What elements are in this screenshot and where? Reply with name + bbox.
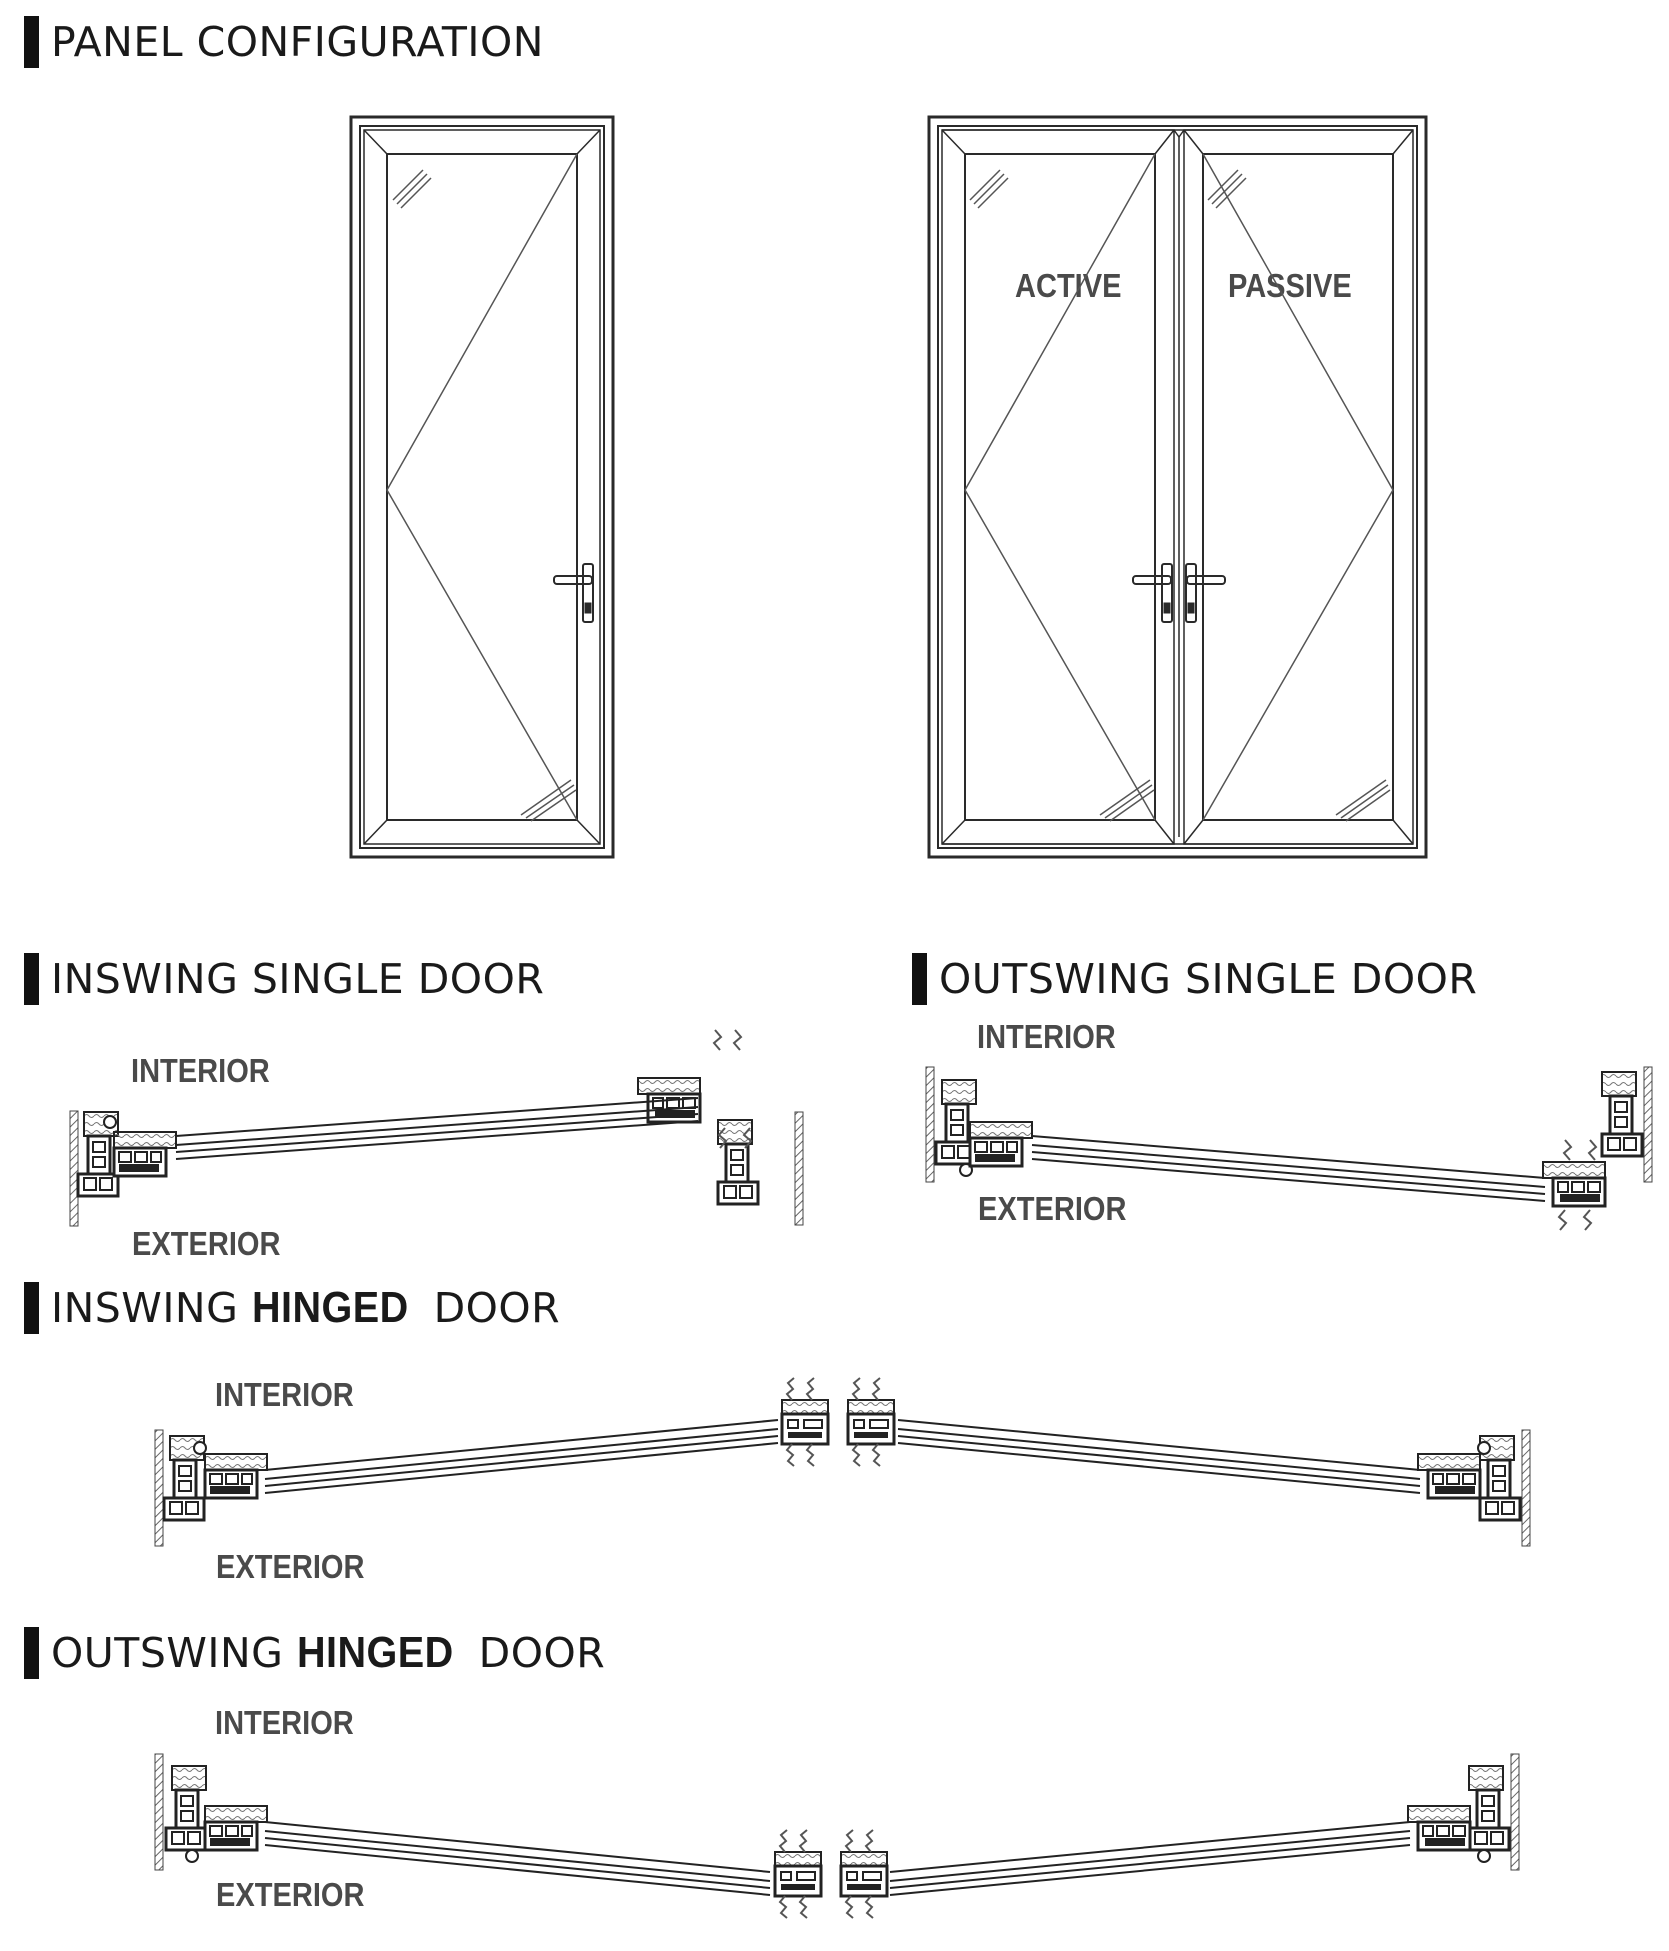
outswing-hinged-interior-label: INTERIOR <box>215 1704 354 1741</box>
double-door-elevation <box>927 115 1428 859</box>
outswing-hinged-door-heading: OUTSWING HINGED DOOR <box>24 1627 605 1679</box>
outswing-single-interior-label: INTERIOR <box>977 1018 1116 1055</box>
outswing-hinged-exterior-label: EXTERIOR <box>216 1876 365 1913</box>
inswing-single-door-section <box>69 1029 804 1227</box>
heading-marker <box>24 1627 39 1679</box>
inswing-hinged-door-section <box>154 1376 1531 1547</box>
outswing-single-door-heading: OUTSWING SINGLE DOOR <box>912 953 1477 1005</box>
heading-text-pre: INSWING <box>51 1284 252 1332</box>
single-door-elevation <box>349 115 615 859</box>
inswing-single-exterior-label: EXTERIOR <box>132 1225 281 1262</box>
inswing-hinged-door-heading: INSWING HINGED DOOR <box>24 1282 560 1334</box>
heading-text: INSWING SINGLE DOOR <box>51 955 545 1003</box>
heading-text: PANEL CONFIGURATION <box>51 18 544 66</box>
active-leaf-label: ACTIVE <box>1015 267 1122 304</box>
heading-marker <box>24 16 39 68</box>
outswing-single-exterior-label: EXTERIOR <box>978 1190 1127 1227</box>
outswing-single-door-section <box>925 1066 1653 1231</box>
heading-marker <box>24 1282 39 1334</box>
heading-marker <box>912 953 927 1005</box>
inswing-hinged-exterior-label: EXTERIOR <box>216 1548 365 1585</box>
passive-leaf-label: PASSIVE <box>1228 267 1352 304</box>
panel-configuration-heading: PANEL CONFIGURATION <box>24 16 544 68</box>
inswing-single-interior-label: INTERIOR <box>131 1052 270 1089</box>
heading-text-bold: HINGED <box>296 1628 454 1677</box>
inswing-hinged-interior-label: INTERIOR <box>215 1376 354 1413</box>
heading-text-pre: OUTSWING <box>51 1629 297 1677</box>
heading-text-post: DOOR <box>420 1284 561 1332</box>
heading-marker <box>24 953 39 1005</box>
heading-text-post: DOOR <box>465 1629 606 1677</box>
outswing-hinged-door-section <box>154 1753 1520 1920</box>
heading-text-bold: HINGED <box>251 1283 409 1332</box>
inswing-single-door-heading: INSWING SINGLE DOOR <box>24 953 544 1005</box>
heading-text: OUTSWING SINGLE DOOR <box>939 955 1478 1003</box>
